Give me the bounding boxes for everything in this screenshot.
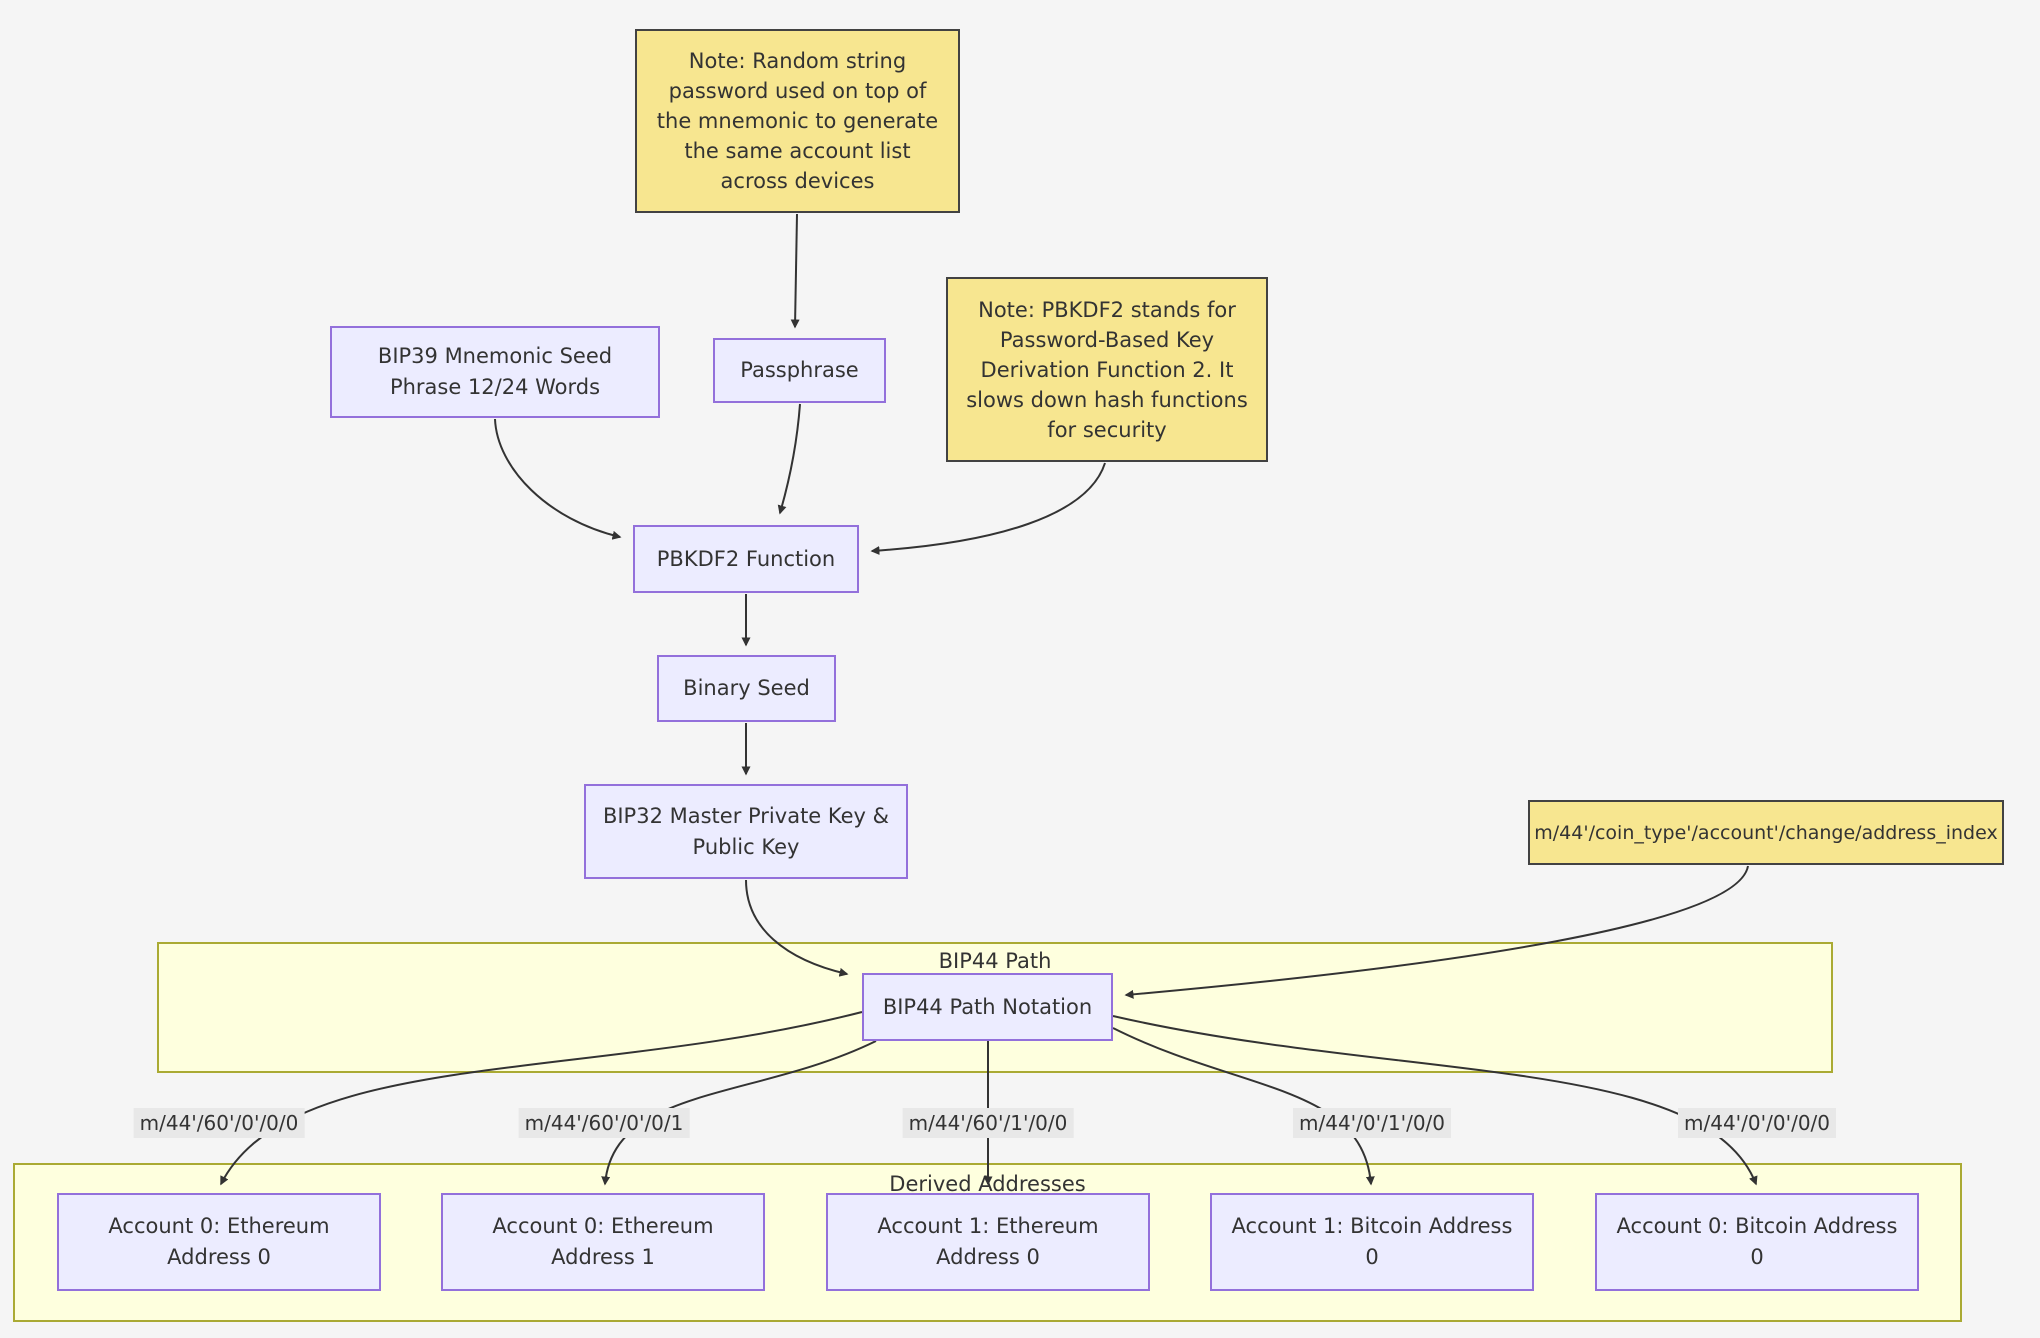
m44-path-template-node: m/44'/coin_type'/account'/change/address… xyxy=(1528,800,2004,865)
account-node-3: Account 1: Bitcoin Address 0 xyxy=(1210,1193,1534,1291)
bip39-mnemonic-node: BIP39 Mnemonic Seed Phrase 12/24 Words xyxy=(330,326,660,418)
edge-label-path-1: m/44'/60'/0'/0/1 xyxy=(518,1108,690,1138)
edge-label-path-3: m/44'/0'/1'/0/0 xyxy=(1292,1108,1452,1138)
edge-bip39-to-pbkdf2 xyxy=(494,418,622,540)
pbkdf2-function-node: PBKDF2 Function xyxy=(633,525,859,593)
bip32-master-key-node: BIP32 Master Private Key & Public Key xyxy=(584,784,908,879)
account-node-4: Account 0: Bitcoin Address 0 xyxy=(1595,1193,1919,1291)
account-node-2: Account 1: Ethereum Address 0 xyxy=(826,1193,1150,1291)
edge-note-pbkdf2-to-pbkdf2 xyxy=(870,462,1106,556)
account-node-0: Account 0: Ethereum Address 0 xyxy=(57,1193,381,1291)
edge-label-path-4: m/44'/0'/0'/0/0 xyxy=(1677,1108,1837,1138)
bip44-path-notation-node: BIP44 Path Notation xyxy=(862,973,1113,1041)
bip44-path-cluster-label: BIP44 Path xyxy=(938,949,1052,973)
binary-seed-node: Binary Seed xyxy=(657,655,836,722)
note-random-string: Note: Random string password used on top… xyxy=(635,29,960,213)
edge-note-random-to-passphrase xyxy=(790,213,800,329)
edge-passphrase-to-pbkdf2 xyxy=(777,403,801,515)
account-node-1: Account 0: Ethereum Address 1 xyxy=(441,1193,765,1291)
edge-label-path-0: m/44'/60'/0'/0/0 xyxy=(133,1108,305,1138)
derived-addresses-cluster-label: Derived Addresses xyxy=(889,1172,1086,1196)
note-pbkdf2: Note: PBKDF2 stands for Password-Based K… xyxy=(946,277,1268,462)
edge-label-path-2: m/44'/60'/1'/0/0 xyxy=(902,1108,1074,1138)
passphrase-node: Passphrase xyxy=(713,338,886,403)
